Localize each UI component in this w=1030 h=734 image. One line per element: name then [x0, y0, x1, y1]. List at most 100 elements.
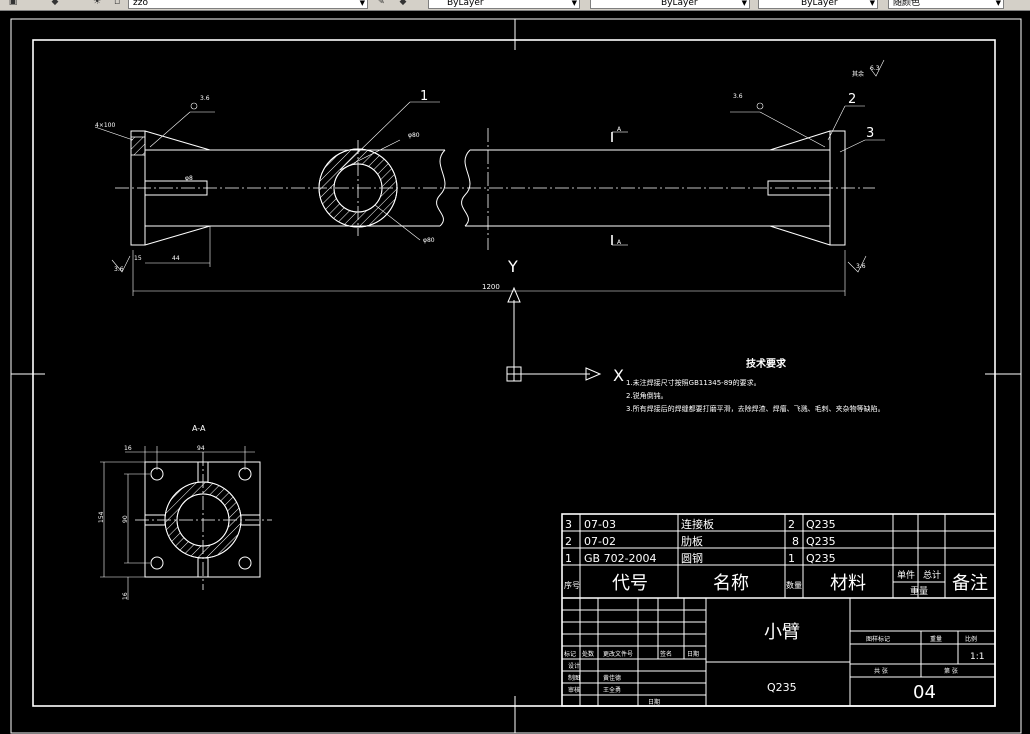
ucs-x-label: X [613, 366, 624, 385]
break-line-right [461, 149, 471, 227]
dim-pipe-dia-bottom: φ80 [423, 237, 435, 244]
part-code-2: 07-02 [584, 535, 616, 548]
label-stage: 图样标记 [866, 635, 890, 643]
balloon-3: 3 [866, 126, 874, 141]
label-date2: 日期 [648, 698, 660, 706]
part-name-1: 连接板 [681, 517, 714, 531]
part-material-2: Q235 [806, 535, 836, 548]
freeze-icon[interactable]: ☀ [92, 0, 102, 7]
header-remark: 备注 [952, 573, 988, 594]
label-count: 处数 [582, 650, 594, 658]
label-ratio: 比例 [965, 635, 977, 643]
header-code: 代号 [612, 573, 648, 594]
right-rib-top [769, 130, 831, 151]
part-qty-1: 2 [788, 518, 795, 531]
dim-left-flange: 15 [134, 255, 142, 262]
header-single: 单件 [897, 569, 915, 581]
layer-dropdown[interactable]: zzo ▼ [128, 0, 368, 9]
tech-note-3: 3.所有焊接后的焊缝都要打磨平滑，去除焊渣、焊瘤、飞溅、毛刺、夹杂物等缺陷。 [626, 404, 885, 413]
weld-symbol-left: 3.6 [200, 95, 210, 102]
rib-top [197, 461, 209, 483]
label-check: 审核 [568, 686, 580, 694]
label-weight: 重量 [930, 635, 942, 643]
linetype-dropdown-value: ByLayer [661, 0, 698, 8]
part-name-3: 圆钢 [681, 552, 703, 565]
linetype-dropdown[interactable]: ByLayer ▼ [590, 0, 750, 9]
dim-left-end: 44 [172, 255, 180, 262]
main-view: 1 2 3 1200 44 15 4×100 φ80 φ80 φ8 3.6 3.… [94, 59, 885, 296]
section-view-title: A-A [192, 424, 206, 433]
section-view-aa: A-A 16 94 154 90 16 [98, 424, 272, 600]
header-qty: 数量 [786, 580, 802, 590]
drawing-canvas[interactable]: 1 2 3 1200 44 15 4×100 φ80 φ80 φ8 3.6 3.… [0, 11, 1030, 734]
label-sheets: 共 张 [874, 667, 888, 675]
header-name: 名称 [713, 573, 749, 594]
technical-requirements: 技术要求 1.未注焊接尺寸按照GB11345-89的要求。 2.锐角倒钝。 3.… [626, 357, 885, 413]
section-marker-top: A [617, 126, 622, 133]
layer-state-icon[interactable]: ◆ [51, 0, 59, 7]
section-dim-bottom: 16 [122, 592, 129, 600]
right-rib-bottom [769, 225, 831, 246]
leader-3 [839, 139, 866, 153]
rib-right [240, 514, 261, 526]
ucs-y-label: Y [507, 257, 518, 276]
weld-circle-left [190, 102, 198, 110]
tech-notes-title: 技术要求 [746, 357, 787, 370]
label-draw: 制图 [568, 674, 580, 682]
label-marks: 标记 [564, 650, 576, 658]
roughness-symbol-other [869, 59, 885, 77]
bolt-hole-bl [150, 556, 164, 570]
tech-note-1: 1.未注焊接尺寸按照GB11345-89的要求。 [626, 378, 761, 387]
part-code-1: 07-03 [584, 518, 616, 531]
part-title: 小臂 [764, 622, 800, 643]
roughness-symbol-right [847, 255, 867, 273]
balloon-2: 2 [848, 92, 856, 107]
chevron-down-icon: ▼ [741, 0, 747, 7]
section-dim-left-inner: 90 [122, 515, 129, 523]
color-dropdown[interactable]: ByLayer ▼ [428, 0, 580, 9]
left-rib-top [144, 130, 211, 151]
section-dim-left-outer: 154 [98, 511, 105, 523]
header-material: 材料 [830, 573, 866, 594]
title-block: 3 07-03 连接板 2 Q235 2 07-02 肋板 8 Q235 1 G… [561, 513, 996, 707]
outer-sheet-border [10, 18, 1022, 734]
part-seq-3: 1 [565, 552, 572, 565]
section-dim-top-wide: 94 [197, 445, 205, 452]
part-qty-3: 1 [788, 552, 795, 565]
roughness-symbol-left [111, 255, 131, 273]
leader-1 [339, 101, 411, 171]
left-plate-hatch [130, 136, 146, 156]
tech-note-2: 2.锐角倒钝。 [626, 391, 668, 400]
header-seq: 序号 [564, 580, 580, 590]
plotstyle-dropdown[interactable]: 随颜色 ▼ [888, 0, 1004, 9]
dim-chamfer: 4×100 [95, 122, 115, 129]
label-sheet-no: 第 张 [944, 667, 958, 675]
dim-bore: φ8 [185, 175, 193, 182]
drawing-number: 04 [913, 682, 936, 703]
label-date: 日期 [687, 650, 699, 658]
lineweight-dropdown[interactable]: ByLayer ▼ [758, 0, 878, 9]
properties-toolbar: ▣ ◆ ☀ ▫ zzo ▼ ✎ ◆ ByLayer ▼ ByLayer ▼ By… [0, 0, 1030, 11]
balloon-1: 1 [420, 89, 428, 104]
make-current-icon[interactable]: ✎ [377, 0, 385, 7]
inner-drawing-frame [32, 39, 996, 707]
layer-previous-icon[interactable]: ◆ [399, 0, 407, 7]
weld-circle-right [756, 102, 764, 110]
layer-manager-icon[interactable]: ▣ [8, 0, 18, 7]
section-dim-top-small: 16 [124, 445, 132, 452]
dim-total-length: 1200 [482, 283, 500, 291]
designer-name: 黄佳德 [603, 674, 621, 682]
plotstyle-dropdown-value: 随颜色 [893, 0, 921, 8]
chevron-down-icon: ▼ [995, 0, 1001, 7]
label-zone: 更改文件号 [603, 650, 633, 658]
header-total: 总计 [923, 569, 941, 581]
part-material-3: Q235 [806, 552, 836, 565]
color-dropdown-value: ByLayer [447, 0, 484, 8]
label-sign: 签名 [660, 650, 672, 658]
section-marker-bottom: A [617, 239, 622, 246]
part-name-2: 肋板 [681, 534, 703, 548]
lock-icon[interactable]: ▫ [113, 0, 121, 7]
rib-left [144, 514, 166, 526]
scale-value: 1:1 [970, 652, 984, 662]
roughness-other-value: 6.3 [870, 65, 880, 72]
